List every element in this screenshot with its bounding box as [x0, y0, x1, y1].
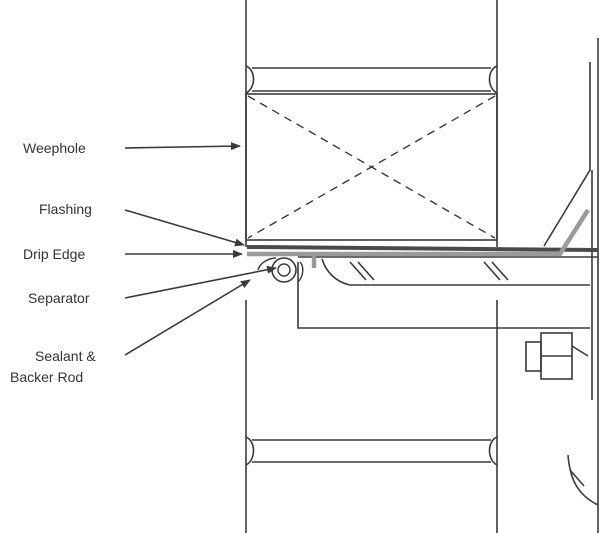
flashing-arrow	[124, 209, 245, 247]
separator-arrow	[124, 265, 277, 299]
label-separator: Separator	[28, 290, 90, 306]
label-flashing: Flashing	[39, 201, 92, 217]
shelf-angle	[297, 256, 598, 329]
backup-structure	[543, 38, 599, 533]
leader-arrows	[124, 142, 277, 356]
drip-edge	[247, 208, 590, 268]
flashing	[246, 245, 599, 252]
weephole-brick	[245, 93, 498, 241]
lower-right-detail	[567, 454, 599, 506]
label-sealant-line1: Sealant &	[35, 348, 96, 364]
sealant-arrow	[124, 279, 251, 356]
label-sealant-line2: Backer Rod	[10, 369, 83, 385]
label-drip-edge: Drip Edge	[23, 246, 85, 262]
label-weephole: Weephole	[23, 140, 86, 156]
bolt	[525, 332, 589, 380]
masonry-wall	[245, 0, 498, 533]
weephole-arrow	[124, 142, 241, 151]
